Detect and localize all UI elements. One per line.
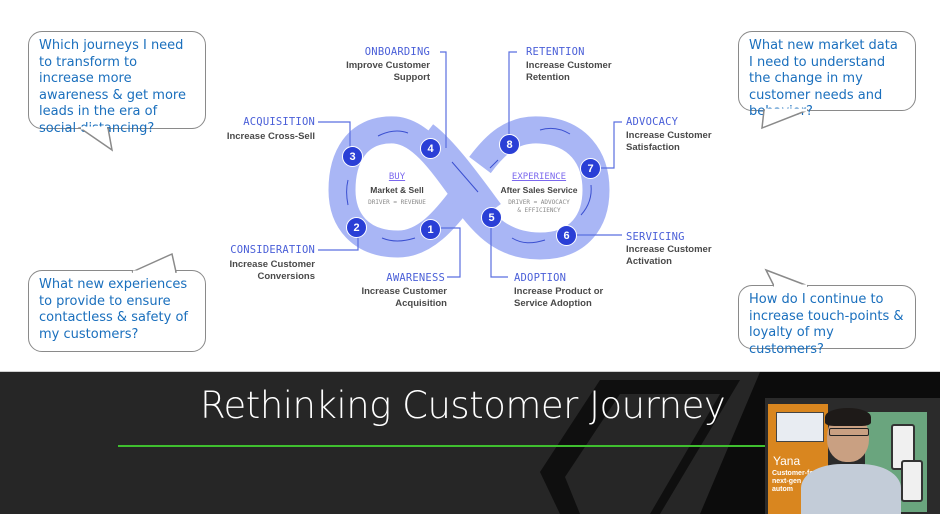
stage-badge-7: 7: [580, 158, 601, 179]
stage-title-servicing: SERVICING: [626, 231, 685, 243]
arrow-icon: [489, 159, 499, 169]
stage-title-consideration: CONSIDERATION: [230, 244, 315, 256]
stage-badge-5: 5: [481, 207, 502, 228]
stage-title-acquisition: ACQUISITION: [243, 116, 315, 128]
slide-content: Which journeys I need to transform to in…: [28, 31, 916, 357]
arrow-icon: [539, 127, 571, 135]
presenter-webcam: Yana Customer-fo next-gen autom leap: [765, 398, 940, 514]
speech-bubble-top-left: Which journeys I need to transform to in…: [28, 31, 206, 136]
stage-badge-3: 3: [342, 146, 363, 167]
stage-title-onboarding: ONBOARDING: [364, 46, 430, 58]
stage-badge-2: 2: [346, 217, 367, 238]
stage-badge-4: 4: [420, 138, 441, 159]
stage-title-retention: RETENTION: [526, 46, 585, 58]
stage-title-adoption: ADOPTION: [514, 272, 567, 284]
connector-line: [508, 51, 517, 143]
bubble-tail-icon: [78, 126, 114, 152]
buy-title: BUY: [388, 172, 406, 182]
experience-driver: DRIVER = ADVOCACY & EFFICIENCY: [508, 199, 570, 214]
experience-loop-label: EXPERIENCE After Sales Service DRIVER = …: [498, 172, 580, 215]
slide-title: Rethinking Customer Journey: [200, 384, 726, 427]
experience-loop-band: [451, 116, 610, 260]
infinity-loop: [318, 51, 622, 278]
arrow-icon: [580, 184, 592, 216]
experience-subtitle: After Sales Service: [500, 185, 578, 195]
stage-desc-acquisition: Increase Cross-Sell: [226, 131, 315, 142]
stage-title-awareness: AWARENESS: [386, 272, 445, 284]
bubble-tail-icon: [764, 268, 809, 288]
arrow-icon: [381, 237, 416, 242]
arrow-icon: [511, 237, 546, 244]
buy-subtitle: Market & Sell: [370, 185, 424, 195]
bubble-text: What new experiences to provide to ensur…: [39, 277, 188, 342]
arrow-icon: [346, 179, 349, 206]
banner-text: Customer-fo next-gen autom: [772, 470, 814, 493]
buy-driver: DRIVER = REVENUE: [368, 199, 426, 206]
title-underline: [118, 445, 768, 447]
stage-title-advocacy: ADVOCACY: [626, 116, 679, 128]
stage-badge-1: 1: [420, 219, 441, 240]
bubble-tail-icon: [131, 252, 177, 274]
connector-line: [440, 51, 447, 148]
bubble-text: How do I continue to increase touch-poin…: [749, 292, 904, 357]
buy-loop-band: [328, 116, 474, 258]
stage-badge-8: 8: [499, 134, 520, 155]
banner-brand: Yana: [773, 454, 801, 468]
experience-title: EXPERIENCE: [511, 172, 567, 182]
speech-bubble-bottom-right: How do I continue to increase touch-poin…: [738, 285, 916, 357]
stage-badge-6: 6: [556, 225, 577, 246]
connector-line: [490, 218, 508, 278]
arrow-icon: [451, 161, 479, 193]
connector-line: [598, 121, 622, 169]
arrow-icon: [377, 130, 409, 137]
connector-line: [438, 227, 461, 278]
bubble-tail-icon: [761, 108, 809, 130]
connector-line: [318, 121, 351, 150]
buy-loop-label: BUY Market & Sell DRIVER = REVENUE: [357, 172, 437, 207]
presenter: [797, 406, 907, 514]
speech-bubble-bottom-left: What new experiences to provide to ensur…: [28, 270, 206, 352]
